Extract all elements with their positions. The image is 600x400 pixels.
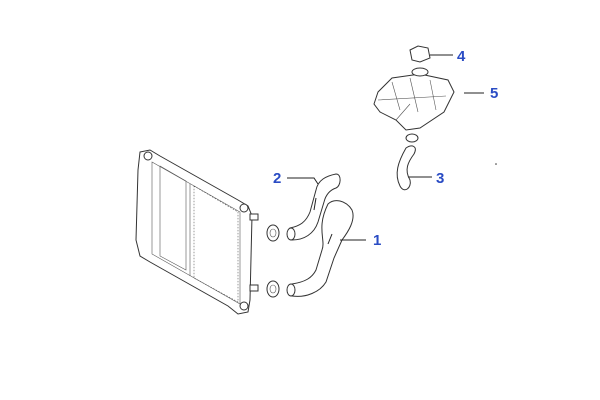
callout-2[interactable]: 2 — [273, 170, 282, 187]
radiator — [135, 149, 259, 315]
expansion-tank — [373, 67, 455, 131]
stray-dot — [495, 163, 497, 165]
callout-4[interactable]: 4 — [457, 48, 466, 65]
callout-5[interactable]: 5 — [490, 85, 499, 102]
leader-line-2 — [287, 177, 319, 185]
expansion-tank-cap — [409, 45, 431, 63]
callout-1[interactable]: 1 — [373, 232, 382, 249]
hose-clamp-lower — [266, 280, 280, 298]
lower-radiator-hose — [286, 200, 354, 297]
expansion-tank-hose — [396, 133, 419, 191]
upper-radiator-hose — [286, 173, 341, 241]
hose-clamp-upper — [266, 224, 280, 242]
callout-3[interactable]: 3 — [436, 170, 445, 187]
